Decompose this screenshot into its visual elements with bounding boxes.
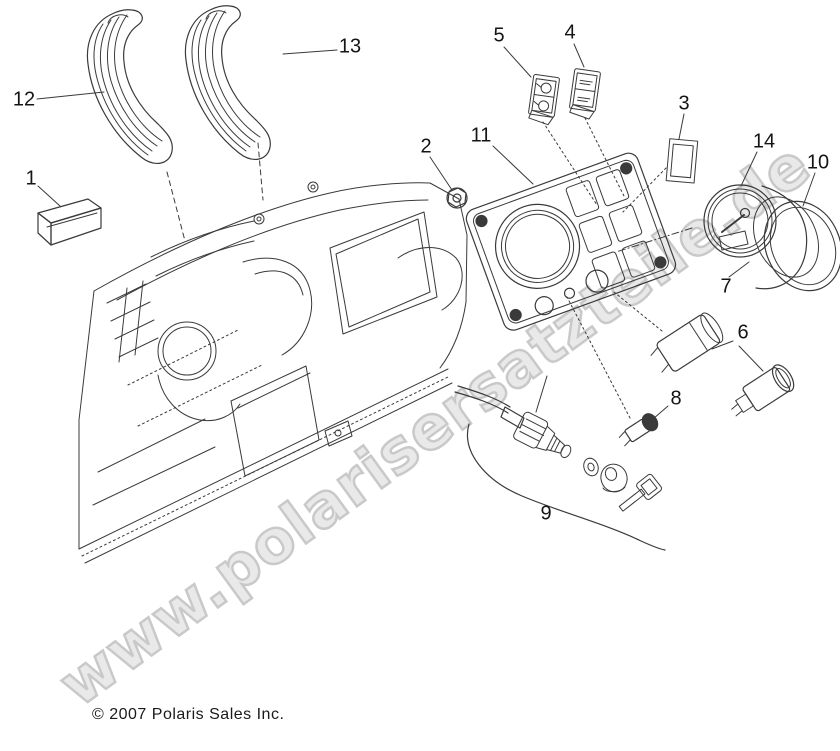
callout-11: 11 bbox=[470, 124, 492, 147]
callout-4: 4 bbox=[564, 21, 576, 44]
gauge-trim-ring bbox=[763, 200, 840, 292]
install-line-plate bbox=[622, 167, 667, 213]
callout-6: 6 bbox=[737, 321, 749, 344]
install-lines-switches bbox=[542, 117, 626, 206]
washer bbox=[583, 457, 599, 477]
lighter-sleeve bbox=[650, 312, 724, 373]
ignition-switch-assembly bbox=[454, 375, 666, 551]
rocker-switch-awd bbox=[569, 68, 601, 120]
ignition-key bbox=[618, 473, 662, 512]
install-line-sleeve bbox=[613, 291, 663, 332]
callout-5: 5 bbox=[493, 24, 505, 47]
fuel-gauge bbox=[703, 184, 777, 258]
blank-switch-plate bbox=[665, 138, 699, 184]
lighter-socket bbox=[731, 364, 795, 417]
group-brace bbox=[467, 423, 666, 551]
ignition-nut bbox=[600, 463, 628, 493]
callout-7: 7 bbox=[720, 275, 732, 298]
callout-1: 1 bbox=[25, 167, 37, 190]
vent-duct-left bbox=[86, 9, 173, 164]
copyright-text: © 2007 Polaris Sales Inc. bbox=[92, 706, 285, 723]
callout-14: 14 bbox=[752, 130, 776, 153]
leader-lines bbox=[36, 43, 816, 420]
callout-9: 9 bbox=[540, 502, 552, 525]
callout-13: 13 bbox=[338, 35, 362, 58]
dashboard-shell bbox=[78, 181, 468, 564]
bezel-screws bbox=[475, 162, 667, 322]
hex-nut bbox=[446, 187, 468, 209]
rocker-switch-lights bbox=[528, 74, 560, 126]
callout-2: 2 bbox=[420, 135, 432, 158]
callout-8: 8 bbox=[670, 387, 682, 410]
blank-plug bbox=[37, 198, 102, 246]
callout-10: 10 bbox=[806, 151, 830, 174]
install-lines-vents bbox=[166, 142, 264, 242]
instrument-panel-bezel bbox=[465, 152, 677, 331]
install-line-gauge bbox=[615, 227, 693, 253]
callout-3: 3 bbox=[678, 92, 690, 115]
callout-12: 12 bbox=[12, 88, 36, 111]
